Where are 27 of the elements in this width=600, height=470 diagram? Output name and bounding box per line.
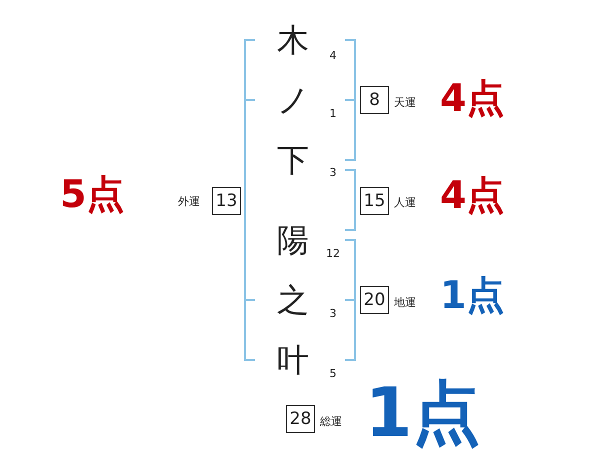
fortune-label: 外運 [178,196,200,207]
stroke-count: 12 [325,248,341,259]
fortune-number-box: 15 [360,187,389,215]
stroke-count: 3 [328,308,338,319]
fortune-number-box: 13 [212,187,241,215]
name-character: 下 [277,144,309,176]
fortune-label: 天運 [394,97,416,108]
stroke-count: 3 [328,167,338,178]
name-character: 木 [277,24,309,56]
name-character: 之 [277,284,309,316]
fortune-number-box: 8 [360,86,389,114]
score-text: 4点 [440,79,504,117]
score-text: 5点 [60,175,124,213]
fortune-number-box: 20 [360,286,389,314]
fortune-label: 総運 [320,416,342,427]
fortune-label: 地運 [394,297,416,308]
stroke-count: 1 [328,108,338,119]
stroke-count: 5 [328,368,338,379]
name-character: 叶 [277,344,309,376]
name-character: 陽 [277,224,309,256]
stroke-count: 4 [328,50,338,61]
score-text: 1点 [440,276,504,314]
fortune-label: 人運 [394,197,416,208]
score-text: 4点 [440,176,504,214]
fortune-number-box: 28 [286,405,315,433]
name-character: ノ [277,84,310,116]
score-text: 1点 [365,380,480,448]
